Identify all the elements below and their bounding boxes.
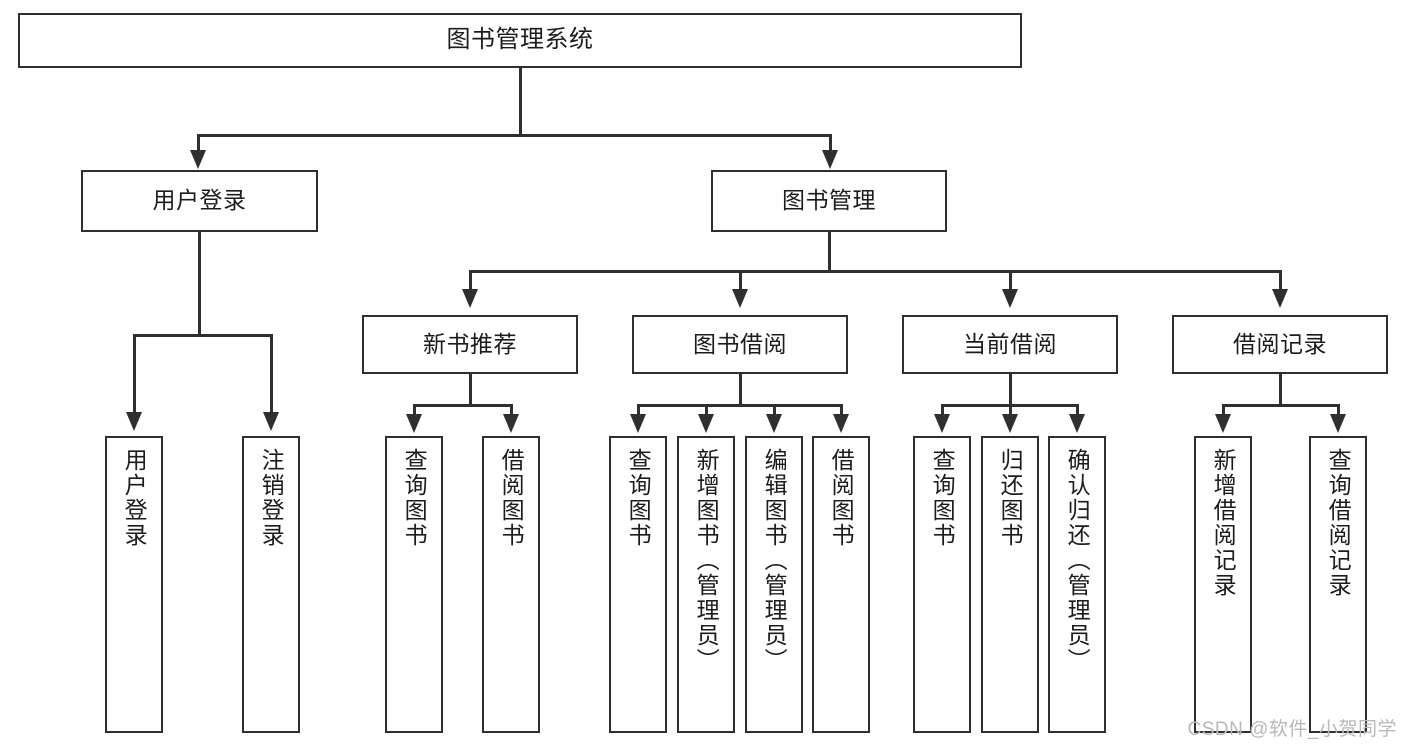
arrowhead-current-to-cb-query xyxy=(934,414,950,433)
node-cb-query-label: 查询图书 xyxy=(929,448,956,548)
edge-borrow-bus xyxy=(637,404,842,407)
node-borrow-label: 图书借阅 xyxy=(693,330,787,357)
edge-records-to-rc-query-drop xyxy=(1337,404,1340,416)
edge-bookmgmt-stem xyxy=(828,232,831,272)
arrowhead-borrow-to-bk-add xyxy=(698,414,714,433)
arrowhead-borrow-to-bk-query xyxy=(630,414,646,433)
node-root[interactable]: 图书管理系统 xyxy=(18,13,1022,68)
node-nb-borrow[interactable]: 借阅图书 xyxy=(482,436,540,733)
edge-records-stem xyxy=(1279,374,1282,406)
node-login-in-label: 用户登录 xyxy=(121,448,148,548)
arrowhead-newbook-to-nb-query xyxy=(406,414,422,433)
arrowhead-records-to-rc-query xyxy=(1330,414,1346,433)
node-newbook[interactable]: 新书推荐 xyxy=(362,315,578,374)
node-cb-confirm[interactable]: 确认归还（管理员） xyxy=(1048,436,1106,733)
csdn-watermark: CSDN @软件_小贺同学 xyxy=(1187,719,1397,740)
edge-borrow-to-bk-edit-drop xyxy=(773,404,776,416)
edge-bookmgmt-to-records-drop xyxy=(1279,270,1282,291)
edge-current-to-cb-query-drop xyxy=(941,404,944,416)
arrowhead-root-to-bookmgmt xyxy=(822,150,838,169)
node-nb-query[interactable]: 查询图书 xyxy=(385,436,443,733)
arrowhead-bookmgmt-to-current xyxy=(1002,289,1018,308)
edge-root-stem xyxy=(519,68,522,136)
arrowhead-records-to-rc-add xyxy=(1215,414,1231,433)
node-bk-edit[interactable]: 编辑图书（管理员） xyxy=(745,436,803,733)
edge-current-to-cb-return-drop xyxy=(1009,404,1012,416)
edge-records-bus xyxy=(1222,404,1339,407)
node-root-label: 图书管理系统 xyxy=(446,26,594,54)
node-cb-return-label: 归还图书 xyxy=(997,448,1024,548)
edge-records-to-rc-add-drop xyxy=(1222,404,1225,416)
edge-bookmgmt-to-current-drop xyxy=(1009,270,1012,291)
edge-current-stem xyxy=(1009,374,1012,406)
edge-current-to-cb-confirm-drop xyxy=(1076,404,1079,416)
node-current[interactable]: 当前借阅 xyxy=(902,315,1118,374)
node-login[interactable]: 用户登录 xyxy=(81,170,318,232)
edge-root-bus xyxy=(197,134,832,137)
node-bk-borrow[interactable]: 借阅图书 xyxy=(812,436,870,733)
node-records-label: 借阅记录 xyxy=(1233,330,1327,357)
node-bk-edit-label: 编辑图书（管理员） xyxy=(761,448,788,673)
node-login-out-label: 注销登录 xyxy=(258,448,285,548)
node-nb-query-label: 查询图书 xyxy=(401,448,428,548)
edge-login-to-login-out-drop xyxy=(270,334,273,414)
node-cb-query[interactable]: 查询图书 xyxy=(913,436,971,733)
node-bk-borrow-label: 借阅图书 xyxy=(828,448,855,548)
edge-borrow-to-bk-borrow-drop xyxy=(840,404,843,416)
node-borrow[interactable]: 图书借阅 xyxy=(632,315,848,374)
node-rc-query[interactable]: 查询借阅记录 xyxy=(1309,436,1367,733)
node-nb-borrow-label: 借阅图书 xyxy=(498,448,525,548)
node-login-in[interactable]: 用户登录 xyxy=(105,436,163,733)
arrowhead-borrow-to-bk-borrow xyxy=(833,414,849,433)
edge-bookmgmt-to-newbook-drop xyxy=(469,270,472,291)
edge-login-stem xyxy=(198,232,201,336)
node-bk-query[interactable]: 查询图书 xyxy=(609,436,667,733)
edge-borrow-to-bk-add-drop xyxy=(705,404,708,416)
node-bookmgmt[interactable]: 图书管理 xyxy=(711,170,947,232)
arrowhead-bookmgmt-to-borrow xyxy=(732,289,748,308)
arrowhead-root-to-login xyxy=(190,150,206,169)
node-login-label: 用户登录 xyxy=(152,187,247,214)
node-rc-query-label: 查询借阅记录 xyxy=(1325,448,1352,598)
node-rc-add-label: 新增借阅记录 xyxy=(1210,448,1237,598)
edge-newbook-to-nb-borrow-drop xyxy=(510,404,513,416)
arrowhead-login-to-login-in xyxy=(126,412,142,431)
edge-root-to-login-drop xyxy=(197,134,200,153)
edge-newbook-stem xyxy=(469,374,472,406)
arrowhead-login-to-login-out xyxy=(263,412,279,431)
node-cb-confirm-label: 确认归还（管理员） xyxy=(1064,448,1091,673)
arrowhead-newbook-to-nb-borrow xyxy=(503,414,519,433)
arrowhead-current-to-cb-return xyxy=(1002,414,1018,433)
edge-newbook-to-nb-query-drop xyxy=(413,404,416,416)
edge-borrow-to-bk-query-drop xyxy=(637,404,640,416)
arrowhead-bookmgmt-to-records xyxy=(1272,289,1288,308)
arrowhead-current-to-cb-confirm xyxy=(1069,414,1085,433)
edge-bookmgmt-bus xyxy=(469,270,1281,273)
node-login-out[interactable]: 注销登录 xyxy=(242,436,300,733)
arrowhead-bookmgmt-to-newbook xyxy=(462,289,478,308)
node-cb-return[interactable]: 归还图书 xyxy=(981,436,1039,733)
edge-login-bus xyxy=(133,334,272,337)
edge-root-to-bookmgmt-drop xyxy=(829,134,832,153)
edge-login-to-login-in-drop xyxy=(133,334,136,414)
node-rc-add[interactable]: 新增借阅记录 xyxy=(1194,436,1252,733)
node-bk-add-label: 新增图书（管理员） xyxy=(693,448,720,673)
node-bookmgmt-label: 图书管理 xyxy=(782,187,876,214)
node-current-label: 当前借阅 xyxy=(963,330,1057,357)
edge-newbook-bus xyxy=(413,404,512,407)
arrowhead-borrow-to-bk-edit xyxy=(766,414,782,433)
node-bk-query-label: 查询图书 xyxy=(625,448,652,548)
node-newbook-label: 新书推荐 xyxy=(423,330,517,357)
edge-borrow-stem xyxy=(739,374,742,406)
node-records[interactable]: 借阅记录 xyxy=(1172,315,1388,374)
edge-bookmgmt-to-borrow-drop xyxy=(739,270,742,291)
node-bk-add[interactable]: 新增图书（管理员） xyxy=(677,436,735,733)
